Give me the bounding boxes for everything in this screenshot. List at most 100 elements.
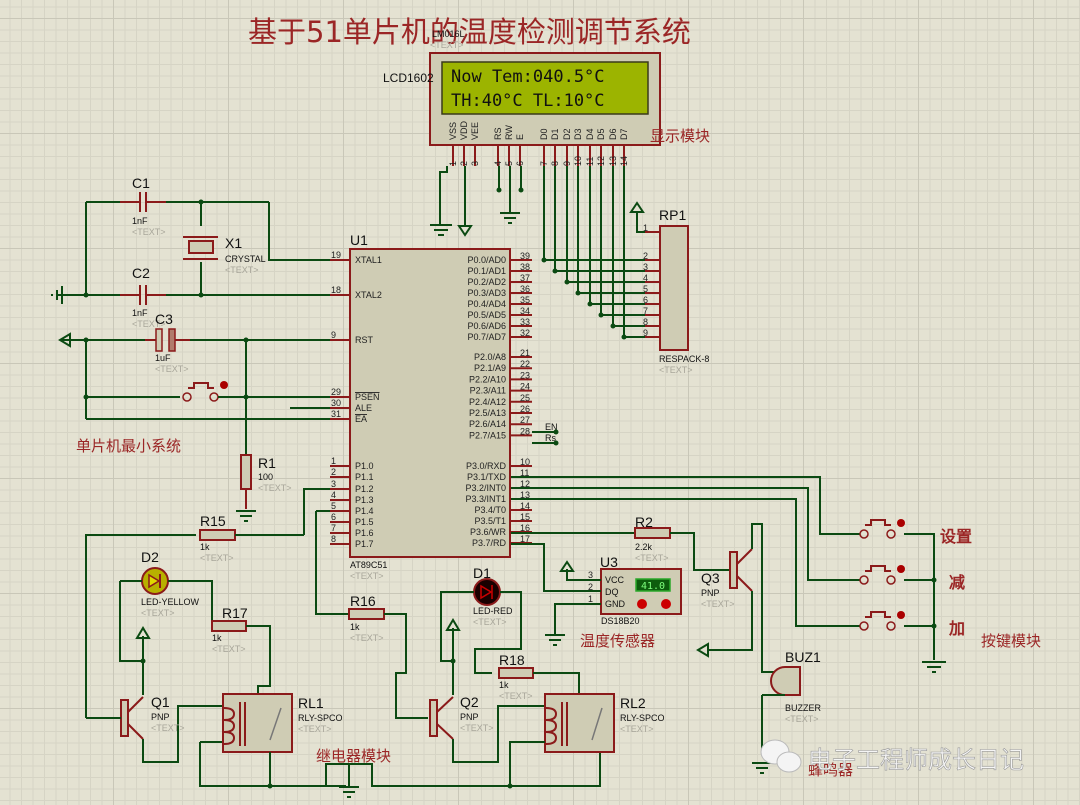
rl1-part: RLY-SPCO	[298, 713, 343, 723]
q2-ref: Q2	[460, 694, 479, 710]
lcd-pin-name: RW	[504, 125, 514, 140]
u3-decrease-button[interactable]	[637, 599, 647, 609]
r16-value: 1k	[350, 622, 360, 632]
ds18b20-sensor[interactable]: U3 41.0 VCC DQ GND 3 2 1 DS18B20 温度传感器	[511, 543, 682, 650]
q3-transistor	[729, 551, 738, 589]
u1-pin-number: 14	[520, 501, 530, 511]
u1-pin-name: P0.7/AD7	[467, 332, 506, 342]
rl2-placeholder: <TEXT>	[620, 724, 654, 734]
u1-pin-name: P2.1/A9	[474, 363, 506, 373]
r2-value: 2.2k	[635, 542, 653, 552]
rl2-ref: RL2	[620, 695, 646, 711]
temp-sensor-label: 温度传感器	[580, 632, 655, 650]
d2-placeholder: <TEXT>	[141, 608, 175, 618]
u1-pin-number: 17	[520, 534, 530, 544]
rp1-pin-number: 6	[643, 295, 648, 305]
key-set-label: 设置	[940, 527, 972, 546]
u3-ref: U3	[600, 554, 618, 570]
lcd-pin-name: D3	[573, 128, 583, 140]
u1-pin-name: P2.7/A15	[469, 430, 506, 440]
r16-body	[348, 608, 385, 620]
u1-pin-number: 16	[520, 523, 530, 533]
u3-pin-num-1: 1	[588, 594, 593, 604]
u1-pin-number: 1	[331, 456, 336, 466]
r2-placeholder: <TEXT>	[635, 553, 669, 563]
u1-pin-name: P2.4/A12	[469, 397, 506, 407]
lcd-pin-name: E	[515, 134, 525, 140]
key-decrease[interactable]	[859, 565, 905, 585]
lcd-pin-number: 12	[596, 156, 606, 166]
u1-pin-number: 37	[520, 273, 530, 283]
u1-pin-name: RST	[355, 335, 374, 345]
u1-pin-name: P1.5	[355, 517, 374, 527]
u1-pin-number: 38	[520, 262, 530, 272]
lcd-pin-name: D5	[596, 128, 606, 140]
u1-pin-name: P0.0/AD0	[467, 255, 506, 265]
buz1-part: BUZZER	[785, 703, 822, 713]
u3-increase-button[interactable]	[661, 599, 671, 609]
d2-ref: D2	[141, 549, 159, 565]
u1-pin-name: P2.6/A14	[469, 419, 506, 429]
lcd-pin-number: 11	[585, 157, 595, 166]
u1-pin-number: 23	[520, 370, 530, 380]
u1-pin-number: 32	[520, 328, 530, 338]
c1-ref: C1	[132, 175, 150, 191]
u1-pin-number: 33	[520, 317, 530, 327]
u3-reading: 41.0	[641, 581, 665, 592]
u1-pin-number: 19	[331, 250, 341, 260]
relay-module-label: 继电器模块	[316, 747, 391, 765]
r18-body	[498, 667, 534, 679]
rp1-ref: RP1	[659, 207, 686, 223]
lcd-screen	[441, 61, 649, 115]
u1-pin-name: P0.2/AD2	[467, 277, 506, 287]
c3-value: 1uF	[155, 353, 171, 363]
u1-pin-name: EA	[355, 414, 367, 424]
key-increase[interactable]	[859, 611, 905, 631]
u1-pin-name: P1.7	[355, 539, 374, 549]
schematic-title: 基于51单片机的温度检测调节系统	[248, 15, 691, 49]
lcd1602[interactable]: LM016L <TEXT> Now Tem:040.5°C TH:40°C TL…	[383, 29, 710, 166]
u1-part: AT89C51	[350, 560, 387, 570]
u1-pin-number: 2	[331, 467, 336, 477]
x1-crystal-body	[188, 240, 214, 254]
key-increase-label: 加	[948, 619, 965, 638]
x1-ref: X1	[225, 235, 242, 251]
u1-pin-name: P3.6/WR	[470, 527, 507, 537]
u1-pin-name: P1.0	[355, 461, 374, 471]
q3-placeholder: <TEXT>	[701, 599, 735, 609]
rp1-pin-number: 8	[643, 317, 648, 327]
u3-pin-vcc: VCC	[605, 575, 625, 585]
r18-ref: R18	[499, 652, 525, 668]
u1-pin-number: 30	[331, 398, 341, 408]
r15-body	[199, 529, 236, 541]
lcd-pin-number: 2	[459, 161, 469, 166]
lcd-pin-number: 8	[550, 161, 560, 166]
r17-ref: R17	[222, 605, 248, 621]
u1-pin-name: P3.1/TXD	[467, 472, 507, 482]
buz1-ref: BUZ1	[785, 649, 821, 665]
rp1-pin-number: 3	[643, 262, 648, 272]
rp1-placeholder: <TEXT>	[659, 365, 693, 375]
lcd-pin-name: VDD	[459, 120, 469, 140]
u1-net-rs: Rs	[545, 433, 556, 443]
u1-pin-name: P2.3/A11	[470, 386, 506, 396]
rp1-part: RESPACK-8	[659, 354, 709, 364]
q2-transistor	[429, 699, 438, 737]
buz1-placeholder: <TEXT>	[785, 714, 819, 724]
watermark-text: 电子工程师成长日记	[808, 746, 1024, 774]
key-set[interactable]	[859, 519, 905, 539]
u1-pin-name: P3.2/INT0	[465, 483, 506, 493]
q1-part: PNP	[151, 712, 170, 722]
lcd-pin-number: 9	[562, 161, 572, 166]
q3-part: PNP	[701, 588, 720, 598]
d1-ref: D1	[473, 565, 491, 581]
u1-pin-number: 9	[331, 330, 336, 340]
lcd-line-2: TH:40°C TL:10°C	[451, 91, 605, 111]
r15-value: 1k	[200, 542, 210, 552]
mcu-minimum-system: C1 1nF <TEXT> X1 CRYSTAL <TEXT> C2 1n	[51, 175, 330, 522]
u1-pin-number: 25	[520, 393, 530, 403]
u1-pin-number: 5	[331, 501, 336, 511]
u1-pin-name: P0.6/AD6	[467, 321, 506, 331]
